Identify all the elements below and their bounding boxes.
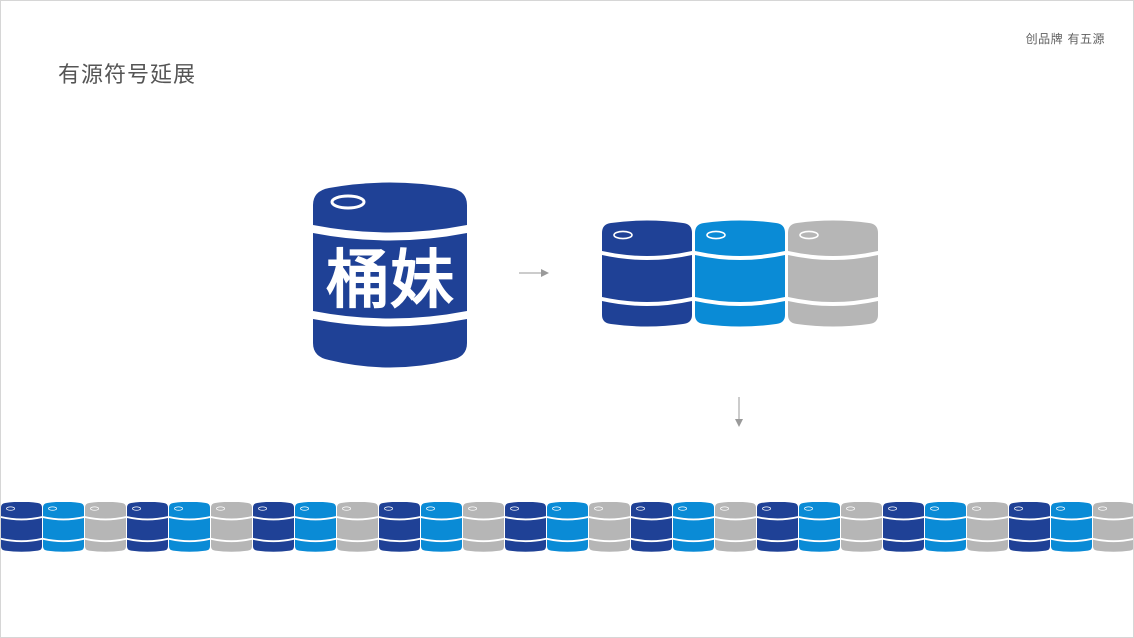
- bucket-icon: [1, 502, 43, 552]
- bucket-icon: [715, 502, 757, 552]
- bucket-icon: [602, 220, 692, 327]
- arrow-right-icon: [519, 269, 549, 277]
- arrow-down-icon: [735, 397, 743, 427]
- bucket-icon: [841, 502, 883, 552]
- brand-text: 创品牌 有五源: [1025, 32, 1105, 46]
- bucket-icon: [967, 502, 1009, 552]
- bucket-icon: [883, 502, 925, 552]
- bucket-logo-icon: [313, 182, 467, 368]
- bucket-icon: [695, 220, 785, 327]
- bucket-icon: [295, 502, 337, 552]
- bucket-icon: [463, 502, 505, 552]
- bucket-icon: [757, 502, 799, 552]
- bucket-trio: [602, 220, 878, 327]
- bucket-icon: [169, 502, 211, 552]
- page-title: 有源符号延展: [58, 63, 197, 88]
- bucket-icon: [673, 502, 715, 552]
- bucket-icon: [211, 502, 253, 552]
- bucket-icon: [43, 502, 85, 552]
- bucket-icon: [547, 502, 589, 552]
- bucket-icon: [631, 502, 673, 552]
- bucket-icon: [925, 502, 967, 552]
- bucket-icon: [337, 502, 379, 552]
- bucket-icon: [799, 502, 841, 552]
- bucket-icon: [788, 220, 878, 327]
- logo-text: 桶妹: [326, 244, 454, 318]
- bucket-icon: [1093, 502, 1133, 552]
- bucket-icon: [505, 502, 547, 552]
- bucket-icon: [127, 502, 169, 552]
- bucket-icon: [253, 502, 295, 552]
- bucket-icon: [85, 502, 127, 552]
- bucket-icon: [589, 502, 631, 552]
- bucket-pattern-band: [1, 502, 1133, 552]
- bucket-icon: [1009, 502, 1051, 552]
- bucket-icon: [379, 502, 421, 552]
- bucket-icon: [421, 502, 463, 552]
- bucket-icon: [1051, 502, 1093, 552]
